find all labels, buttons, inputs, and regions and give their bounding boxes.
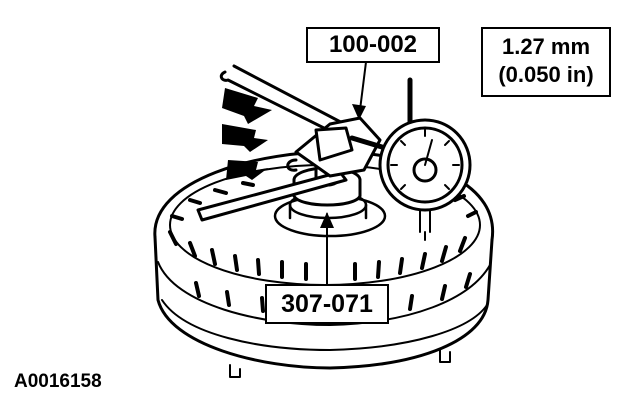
rotation-arrows <box>222 88 272 180</box>
converter-foot-left <box>229 364 241 378</box>
figure-id-label: A0016158 <box>14 371 102 392</box>
converter-side-left <box>153 235 494 370</box>
leader-100-002-arrowhead <box>352 104 366 120</box>
specification-box: 1.27 mm (0.050 in) <box>481 27 611 97</box>
dial-ticks <box>390 129 460 190</box>
spec-metric: 1.27 mm <box>501 34 591 59</box>
callout-tool-100-002: 100-002 <box>306 27 440 63</box>
callout-tool-307-071: 307-071 <box>265 284 389 324</box>
spec-imperial: (0.050 in) <box>498 62 594 87</box>
leader-307-071-arrowhead <box>320 212 334 228</box>
converter-lower-band <box>157 261 491 326</box>
converter-bottom-band <box>161 299 488 351</box>
handle-bar <box>196 64 354 222</box>
dial-gauge <box>378 118 472 241</box>
converter-foot-right <box>439 349 451 363</box>
